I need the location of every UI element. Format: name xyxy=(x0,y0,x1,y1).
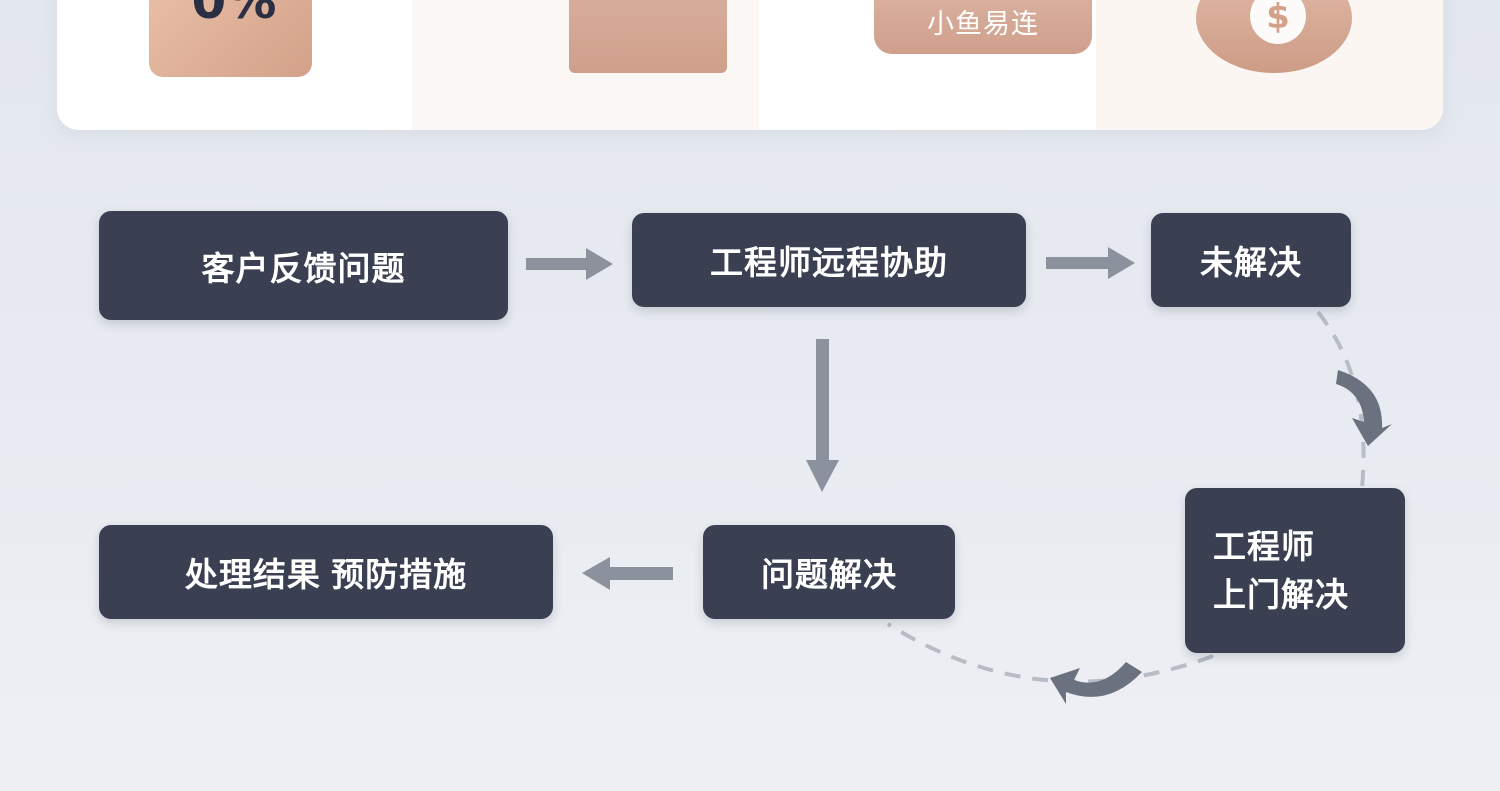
arrow-down xyxy=(806,339,839,492)
feature-cell-3: 小鱼易连 xyxy=(759,0,1096,130)
arrow-left xyxy=(582,557,673,590)
node-onsite-fix-line2: 上门解决 xyxy=(1213,575,1349,613)
feature-card-strip: 0% 小鱼易连 $ xyxy=(57,0,1443,130)
dashed-arc-bottom xyxy=(886,622,1214,684)
node-onsite-fix: 工程师 上门解决 xyxy=(1185,488,1405,653)
arrow-right-1 xyxy=(526,248,613,280)
node-remote-assist: 工程师远程协助 xyxy=(632,213,1026,307)
feature-cell-2 xyxy=(412,0,759,130)
peach-tile xyxy=(569,0,727,73)
node-remote-assist-label: 工程师远程协助 xyxy=(710,244,948,281)
curved-arrow-right-icon xyxy=(1336,370,1392,446)
arrow-right-2 xyxy=(1046,247,1135,279)
percent-tile: 0% xyxy=(149,0,312,77)
node-result-prevention: 处理结果 预防措施 xyxy=(99,525,553,619)
curved-arrow-bottom-icon xyxy=(1050,662,1142,704)
node-unresolved: 未解决 xyxy=(1151,213,1351,307)
feature-cell-1: 0% xyxy=(57,0,412,130)
node-unresolved-label: 未解决 xyxy=(1200,244,1302,281)
brand-tile: 小鱼易连 xyxy=(874,0,1092,54)
brand-label: 小鱼易连 xyxy=(927,8,1039,39)
dollar-bag-icon: $ xyxy=(1196,0,1352,73)
svg-text:$: $ xyxy=(1266,0,1290,37)
node-customer-feedback-label: 客户反馈问题 xyxy=(201,249,406,287)
node-onsite-fix-line1: 工程师 xyxy=(1213,527,1315,565)
node-problem-solved-label: 问题解决 xyxy=(761,556,897,593)
node-customer-feedback: 客户反馈问题 xyxy=(99,211,508,320)
feature-cell-4: $ xyxy=(1096,0,1443,130)
dashed-arc-right xyxy=(1316,310,1366,489)
node-result-prevention-label: 处理结果 预防措施 xyxy=(184,556,468,593)
node-problem-solved: 问题解决 xyxy=(703,525,955,619)
